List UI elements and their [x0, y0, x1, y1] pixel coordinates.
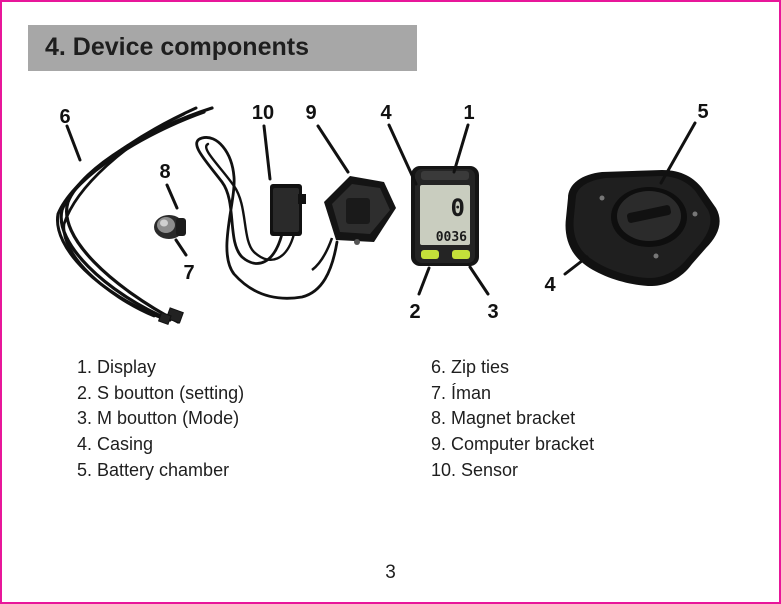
- list-item: 1. Display: [77, 357, 157, 377]
- sensor-image: [195, 136, 339, 300]
- callout-8: 8: [159, 161, 170, 183]
- lcd-top-digits: 0: [451, 194, 465, 222]
- callout-3: 3: [487, 301, 498, 323]
- callout-10: 10: [252, 102, 274, 124]
- section-heading: 4. Device components: [45, 33, 309, 61]
- components-list-right: 6. Zip ties 7. Íman 8. Magnet bracket 9.…: [431, 355, 594, 484]
- list-item: 8. Magnet bracket: [431, 408, 576, 429]
- callout-9: 9: [305, 102, 316, 124]
- callout-2: 2: [409, 301, 420, 323]
- list-item: 9. Computer bracket: [431, 434, 595, 455]
- callout-4-computer: 4: [380, 102, 392, 124]
- page-number: 3: [385, 562, 396, 583]
- s-button: [421, 250, 439, 259]
- battery-chamber-image: [565, 170, 720, 286]
- cycle-computer-image: 0 0036: [411, 166, 479, 266]
- magnet-bracket-image: [154, 215, 186, 239]
- components-figure: 0 0036: [56, 101, 720, 326]
- computer-bracket-image: [311, 176, 396, 271]
- callout-lines: [65, 121, 697, 296]
- list-item: 5. Battery chamber: [77, 459, 230, 480]
- lcd-display: [420, 185, 470, 245]
- lcd-bottom-digits: 0036: [436, 230, 467, 245]
- section-heading-bar: 4. Device components: [28, 25, 417, 71]
- list-item: 2. S boutton (setting): [77, 382, 245, 403]
- list-item: 3. M boutton (Mode): [77, 408, 240, 429]
- callout-5: 5: [697, 101, 708, 123]
- callout-7: 7: [183, 262, 194, 284]
- list-item: 4. Casing: [77, 434, 154, 455]
- list-item: 6. Zip ties: [431, 357, 510, 377]
- callout-1: 1: [463, 102, 474, 124]
- zip-ties-image: [56, 106, 214, 326]
- components-list-left: 1. Display 2. S boutton (setting) 3. M b…: [77, 355, 244, 484]
- m-button: [452, 250, 470, 259]
- list-item: 7. Íman: [431, 382, 492, 403]
- list-item: 10. Sensor: [431, 459, 519, 480]
- callout-6: 6: [59, 106, 70, 128]
- callout-4-battery: 4: [544, 274, 556, 296]
